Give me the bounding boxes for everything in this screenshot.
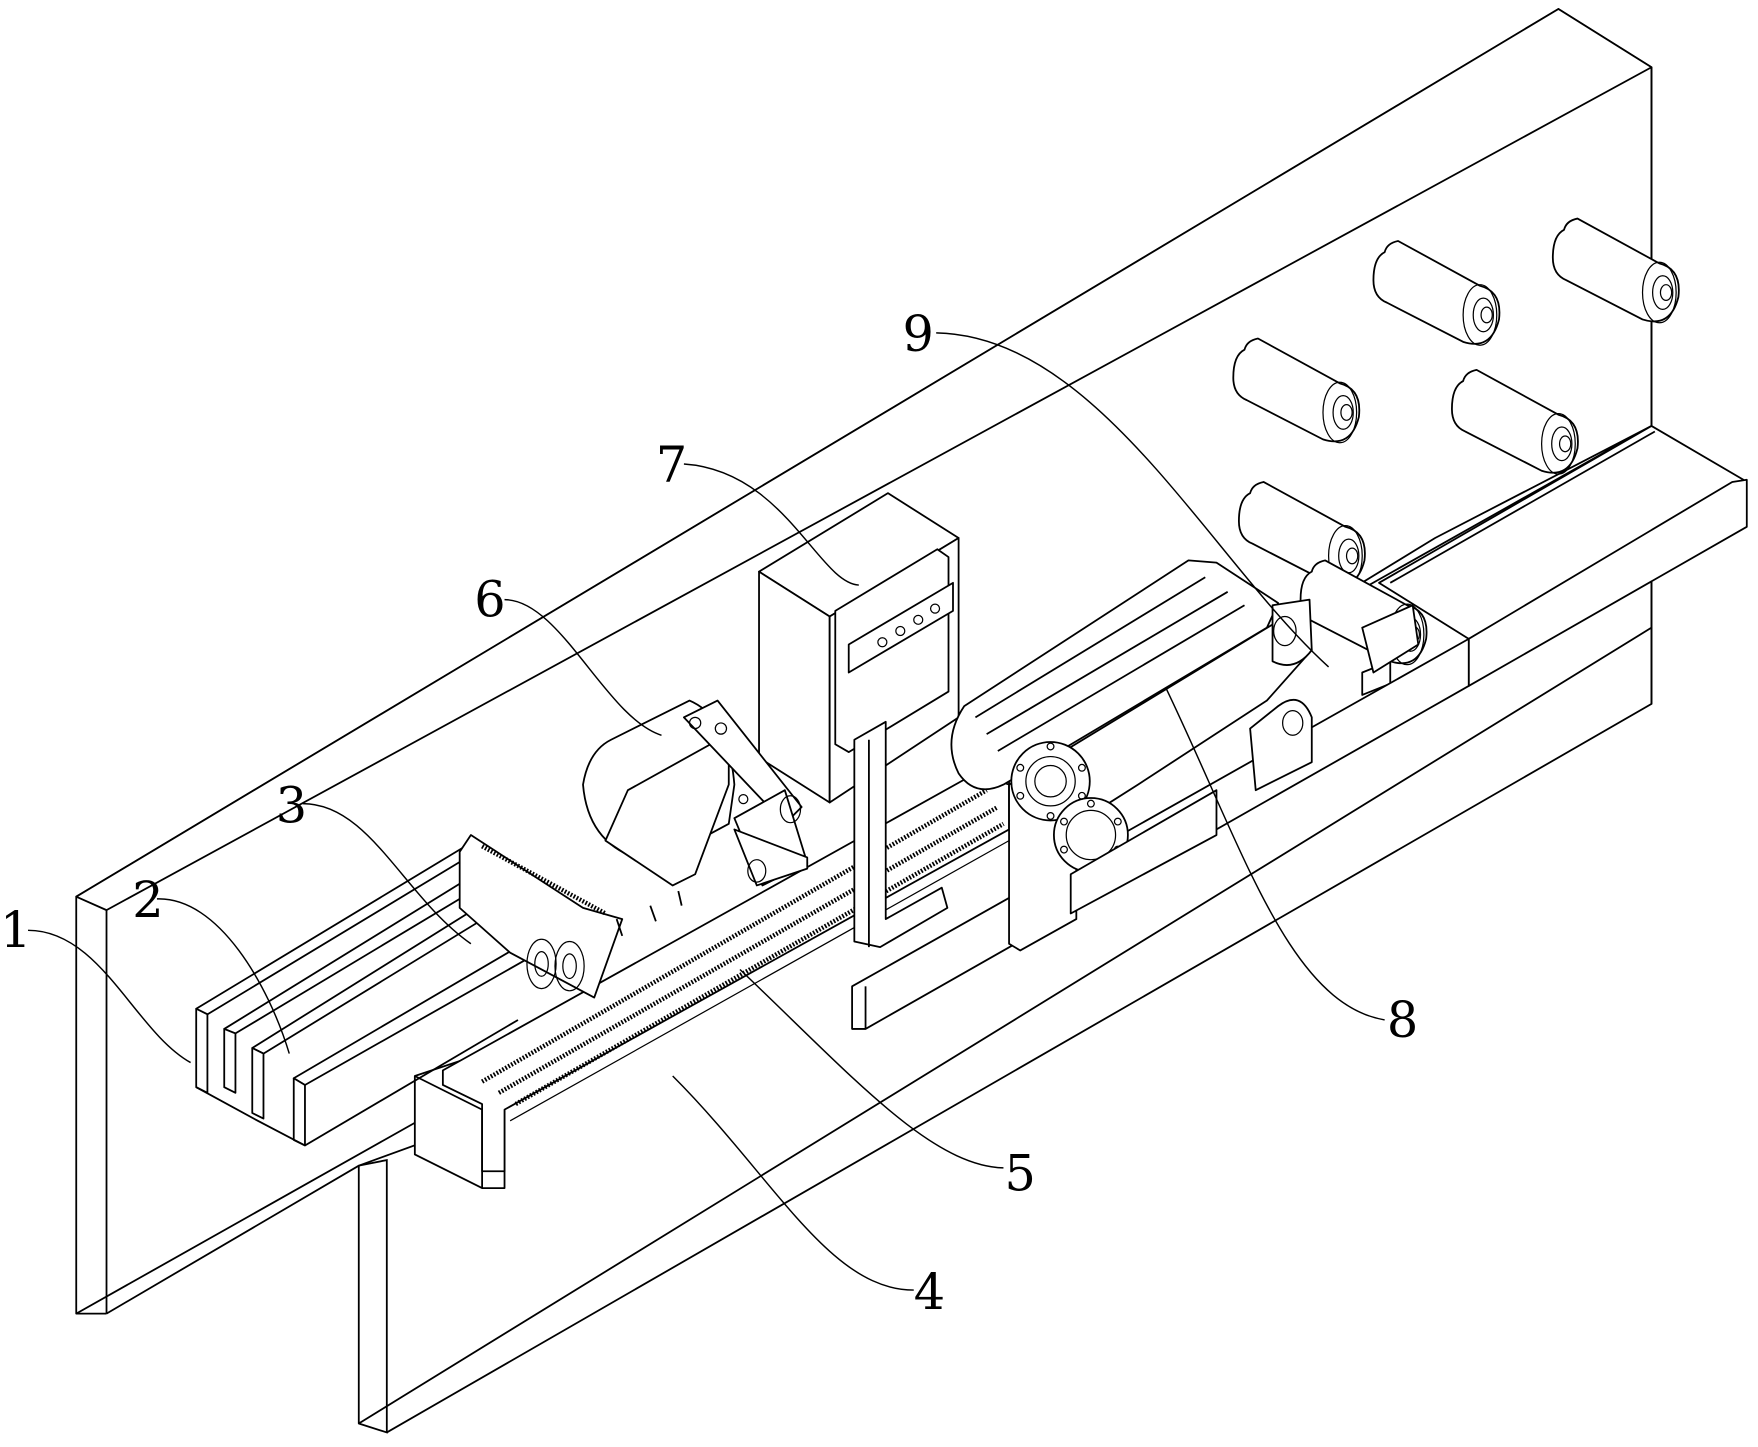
leader-4 (672, 1075, 914, 1291)
leader-6 (504, 598, 662, 736)
numeral-9: 9 (903, 305, 934, 363)
cutter-head (458, 834, 624, 999)
numeral-1: 1 (0, 901, 31, 959)
flange-bolts (1016, 742, 1122, 872)
roller (1451, 368, 1579, 475)
numeral-4: 4 (914, 1263, 945, 1321)
leader-lines (28, 332, 1385, 1291)
output-channel (1361, 425, 1748, 696)
belt-conveyor (950, 559, 1420, 952)
guide-plates (195, 845, 540, 1147)
leader-1 (28, 929, 191, 1064)
numeral-3: 3 (276, 777, 307, 835)
control-box (758, 492, 960, 949)
roller (1372, 240, 1501, 346)
numeral-5: 5 (1005, 1144, 1036, 1202)
numeral-6: 6 (474, 570, 505, 628)
leader-3 (302, 802, 472, 945)
numeral-7: 7 (656, 436, 687, 494)
numeral-8: 8 (1387, 991, 1418, 1049)
numeral-2: 2 (132, 871, 163, 929)
leader-9 (936, 332, 1330, 668)
leader-8 (1165, 687, 1385, 1021)
roller (1232, 337, 1361, 444)
roller (1551, 217, 1680, 324)
clamp-head (582, 699, 809, 937)
leader-7 (683, 463, 859, 586)
leader-5 (739, 968, 1004, 1169)
leader-2 (156, 898, 290, 1054)
reference-numerals: 1 2 3 4 5 6 7 8 9 (0, 305, 1418, 1321)
